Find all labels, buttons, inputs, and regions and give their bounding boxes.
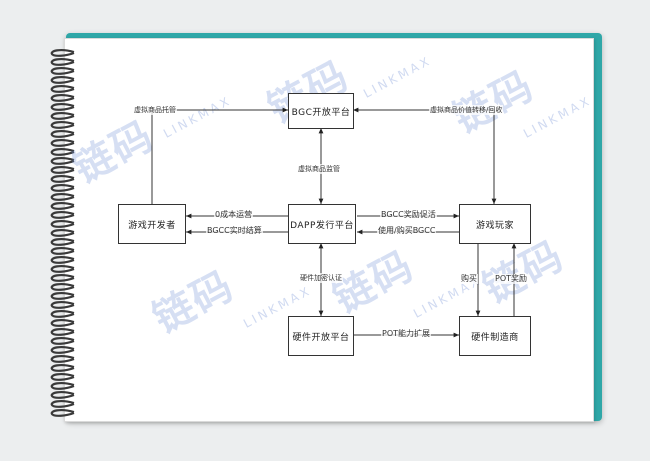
edge-label-pot-expansion: POT能力扩展 (381, 329, 432, 339)
edge-label-bgcc-reward: BGCC奖励促活 (380, 210, 437, 220)
edge-label-virtual-hosting: 虚拟商品托管 (133, 105, 177, 115)
node-dapp-platform: DAPP发行平台 (288, 204, 356, 244)
edge-label-use-buy: 使用/购买BGCC (377, 226, 437, 236)
edge-label-hardware-encrypt: 硬件加密认证 (299, 273, 343, 283)
edge-label-purchase: 购买 (460, 274, 478, 284)
edge-label-supervision: 虚拟商品监管 (297, 164, 341, 174)
node-hardware-maker: 硬件制造商 (459, 316, 531, 356)
edge-label-value-transfer: 虚拟商品价值转移/回收 (429, 105, 504, 115)
edge-label-pot-reward: POT奖励 (494, 274, 529, 284)
edge-label-bgcc-settlement: BGCC实时结算 (206, 226, 263, 236)
node-game-developer: 游戏开发者 (118, 204, 186, 244)
edge-virtual-hosting (151, 107, 288, 204)
edge-value-transfer (353, 107, 497, 204)
edge-label-zero-cost: 0成本运营 (214, 210, 254, 220)
node-game-player: 游戏玩家 (459, 204, 531, 244)
node-hardware-platform: 硬件开放平台 (288, 316, 354, 356)
node-bgc-platform: BGC开放平台 (288, 93, 354, 129)
